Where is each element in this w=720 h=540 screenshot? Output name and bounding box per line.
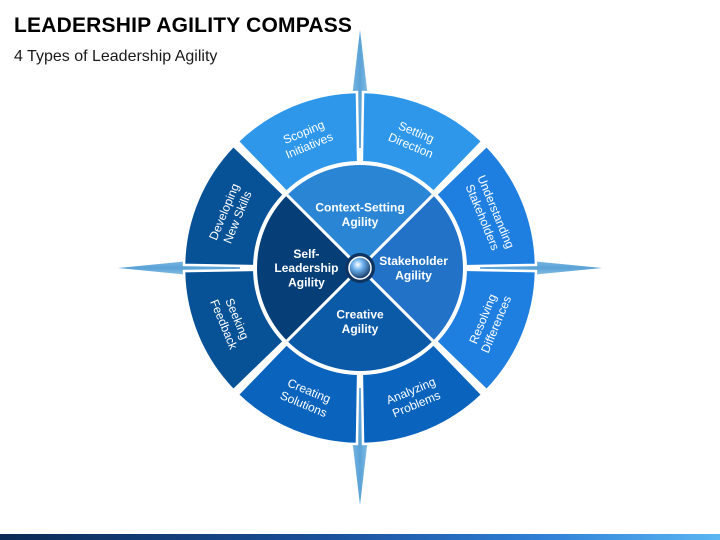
inner-quadrant-label-line: Agility <box>288 276 325 290</box>
dividers <box>286 194 434 342</box>
quadrant-divider <box>358 266 434 342</box>
inner-quadrant-shape <box>287 165 433 268</box>
quadrant-divider <box>286 194 362 270</box>
inner-quadrant-label-line: Leadership <box>274 261 338 275</box>
inner-quadrant-label-line: Self- <box>293 247 319 261</box>
inner-quadrant-label-line: Agility <box>395 268 432 282</box>
inner-quadrant-label-line: Context-Setting <box>315 200 404 214</box>
hub-dot <box>348 256 372 280</box>
inner-quadrant-label-line: Agility <box>342 322 379 336</box>
inner-quadrant-label-line: Stakeholder <box>379 254 448 268</box>
page-subtitle: 4 Types of Leadership Agility <box>14 48 218 65</box>
quadrant-divider <box>286 266 362 342</box>
outer-ring: SettingDirectionUnderstandingStakeholder… <box>182 90 538 446</box>
bottom-accent-bar <box>0 534 720 540</box>
inner-quadrant-label-line: Creative <box>336 308 384 322</box>
inner-quadrant-shape <box>287 268 433 372</box>
page-title: LEADERSHIP AGILITY COMPASS <box>14 14 353 37</box>
inner-quadrant-shape <box>360 195 463 341</box>
outer-segment-understanding-stakeholders: UnderstandingStakeholders <box>427 143 538 268</box>
inner-quadrant-shape <box>257 195 360 341</box>
quadrant-divider <box>358 194 434 270</box>
center-hub <box>345 253 375 283</box>
inner-quadrant-label-line: Agility <box>342 215 379 229</box>
